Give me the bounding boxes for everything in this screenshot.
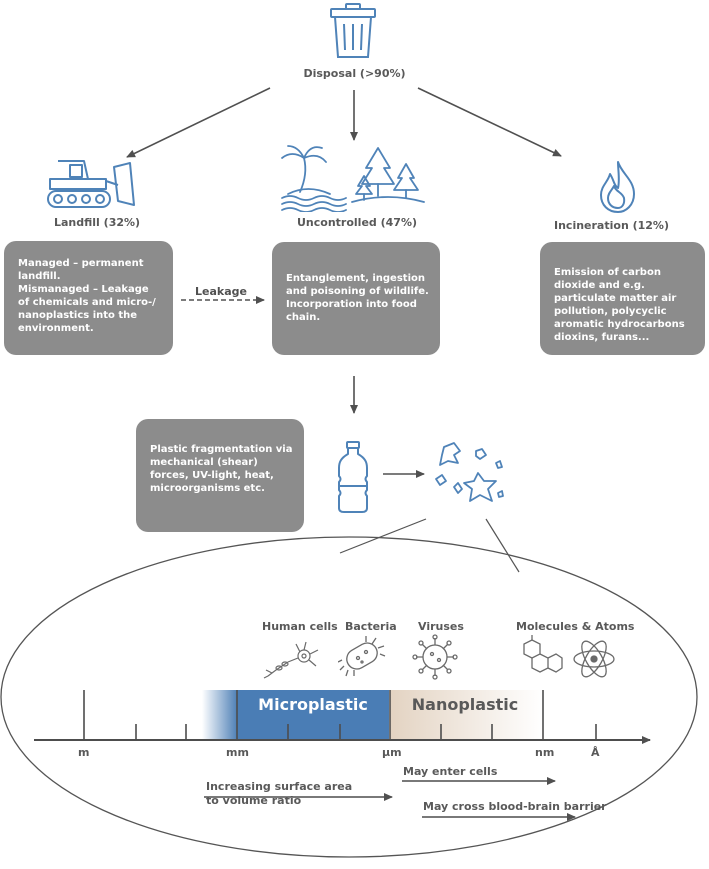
virus-icon xyxy=(412,634,458,680)
microplastic-band xyxy=(237,690,389,740)
unit-nm: nm xyxy=(535,746,555,759)
plastic-bottle-icon xyxy=(338,441,368,513)
uncontrolled-box: Entanglement, ingestion and poisoning of… xyxy=(272,242,440,355)
bacteria-icon xyxy=(338,636,386,677)
zoom-ellipse xyxy=(0,536,698,858)
uncontrolled-text: Entanglement, ingestion and poisoning of… xyxy=(286,273,429,323)
landfill-text-managed: Managed – permanent landfill. xyxy=(18,258,144,282)
nanoplastic-label: Nanoplastic xyxy=(411,695,519,714)
arrow-to-incineration xyxy=(417,87,562,157)
island-forest-icon xyxy=(281,145,425,212)
uncontrolled-label: Uncontrolled (47%) xyxy=(297,216,418,229)
fragmentation-text: Plastic fragmentation via mechanical (sh… xyxy=(150,444,293,494)
category-human-cells: Human cells xyxy=(262,620,338,633)
enter-cells-note: May enter cells xyxy=(403,765,498,778)
atom-icon xyxy=(573,640,615,678)
category-viruses: Viruses xyxy=(418,620,464,633)
incineration-label: Incineration (12%) xyxy=(554,219,669,232)
surface-ratio-note: Increasing surface area to volume ratio xyxy=(206,780,353,807)
fragmentation-box: Plastic fragmentation via mechanical (sh… xyxy=(136,419,304,532)
landfill-box: Managed – permanent landfill. Mismanaged… xyxy=(4,241,173,355)
category-bacteria: Bacteria xyxy=(345,620,397,633)
plastic-fragments-icon xyxy=(435,442,504,502)
landfill-label: Landfill (32%) xyxy=(54,216,141,229)
neuron-icon xyxy=(263,641,319,679)
microplastic-label: Microplastic xyxy=(258,695,368,714)
molecule-icon xyxy=(523,635,563,673)
unit-mm: mm xyxy=(226,746,249,759)
incineration-text: Emission of carbon dioxide and e.g. part… xyxy=(554,267,685,343)
category-molecules-atoms: Molecules & Atoms xyxy=(516,620,635,633)
leakage-label: Leakage xyxy=(195,285,247,298)
microplastic-fade xyxy=(202,690,238,740)
trash-bin-icon xyxy=(330,3,376,58)
unit-angstrom: Å xyxy=(591,746,600,759)
landfill-text-mismanaged: Mismanaged – Leakage of chemicals and mi… xyxy=(18,284,156,334)
flame-icon xyxy=(600,161,635,213)
arrow-to-landfill xyxy=(126,87,271,158)
nanoplastic-band xyxy=(390,690,543,740)
incineration-box: Emission of carbon dioxide and e.g. part… xyxy=(540,242,705,355)
zoom-line-right xyxy=(485,518,520,573)
unit-m: m xyxy=(78,746,90,759)
disposal-label: Disposal (>90%) xyxy=(303,67,406,80)
bbb-note: May cross blood-brain barrier xyxy=(423,800,607,813)
bulldozer-icon xyxy=(47,160,135,208)
unit-um: µm xyxy=(382,746,402,759)
zoom-line-left xyxy=(339,518,427,554)
